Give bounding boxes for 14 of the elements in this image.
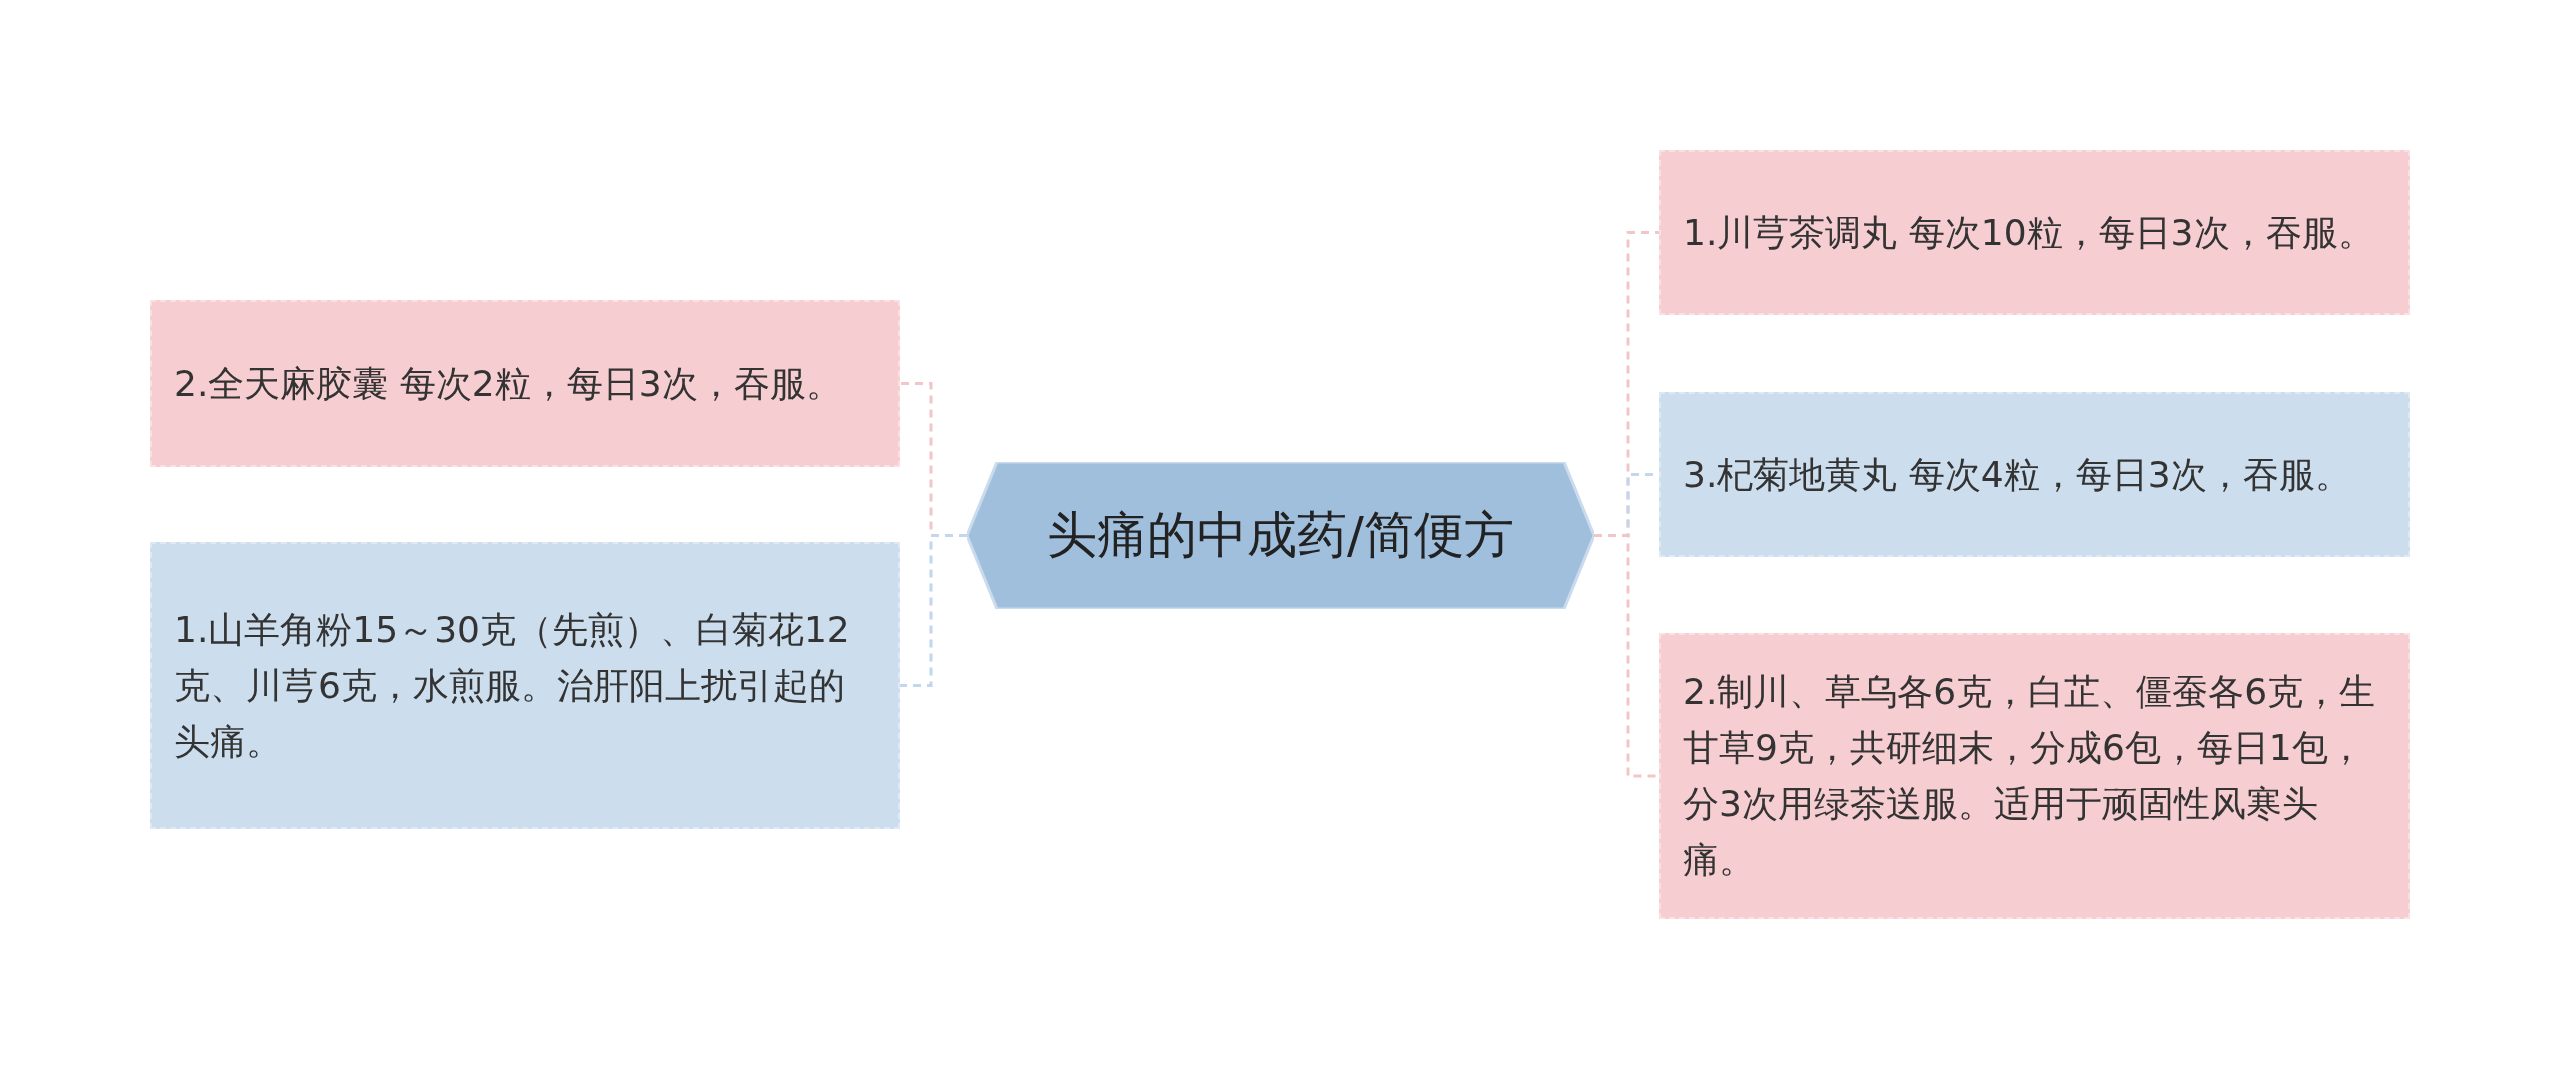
- note-card: [1659, 150, 2410, 315]
- note-text: 2.全天麻胶囊 每次2粒，每日3次，吞服。: [174, 361, 843, 406]
- topic-hexagon: [967, 462, 1594, 609]
- note-card: [1659, 633, 2410, 919]
- note-text: 1.川芎茶调丸 每次10粒，每日3次，吞服。: [1683, 210, 2375, 255]
- note-text: 2.制川、草乌各6克，白芷、僵蚕各6克，生甘草9克，共研细末，分成6包，每日1包，分3次用绿茶送服。适用于顽固性风寒头痛。: [1683, 670, 2377, 882]
- note-card: [150, 300, 900, 467]
- note-card: [1659, 392, 2410, 557]
- note-card: [150, 542, 900, 829]
- topic-title: 头痛的中成药/简便方: [1047, 505, 1514, 566]
- connector-line: [900, 534, 967, 687]
- note-text: 1.山羊角粉15～30克（先煎）、白菊花12克、川芎6克，水煎服。治肝阳上扰引起的头痛。: [174, 607, 851, 764]
- note-text: 3.杞菊地黄丸 每次4粒，每日3次，吞服。: [1683, 452, 2352, 497]
- connector-line: [1594, 534, 1659, 778]
